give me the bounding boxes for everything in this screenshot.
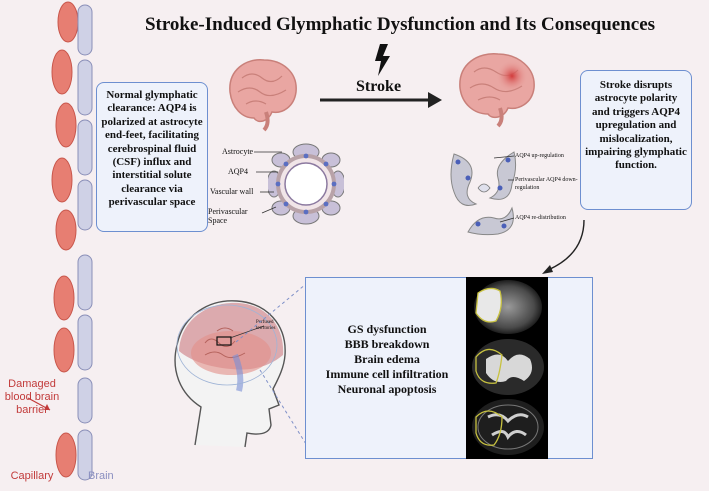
stroke-effects-box: Stroke disrupts astrocyte polarity and t… (580, 70, 692, 210)
label-perivascular-space: Perivascular Space (208, 207, 258, 225)
mri-scan-3 (472, 399, 544, 455)
damaged-bbb-label: Damaged blood brain barrier (2, 378, 62, 417)
lightning-icon (372, 44, 394, 76)
consequence-item: Immune cell infiltration (312, 367, 462, 382)
consequence-item: BBB breakdown (312, 337, 462, 352)
mri-scan-2 (472, 339, 544, 395)
label-astrocyte: Astrocyte (222, 147, 253, 156)
mri-scan-1 (474, 280, 542, 334)
label-vascular-wall: Vascular wall (210, 187, 253, 196)
page-title: Stroke-Induced Glymphatic Dysfunction an… (100, 14, 700, 36)
consequence-item: Brain edema (312, 352, 462, 367)
normal-clearance-text: Normal glymphatic clearance: AQP4 is pol… (101, 89, 202, 208)
consequence-item: Neuronal apoptosis (312, 382, 462, 397)
stroke-brain-icon (452, 46, 542, 130)
mri-scan-stack (466, 277, 548, 459)
brain-label: Brain (88, 470, 114, 483)
stroke-label-leaders (488, 150, 516, 230)
label-aqp4-up: AQP4 up-regulation (515, 153, 564, 159)
stroke-effects-text: Stroke disrupts astrocyte polarity and t… (585, 79, 687, 171)
endothelial-cells (78, 5, 92, 480)
curved-arrow (540, 218, 590, 278)
normal-clearance-box: Normal glymphatic clearance: AQP4 is pol… (96, 82, 208, 232)
stroke-label: Stroke (356, 78, 401, 96)
zoom-lines (230, 280, 310, 450)
capillary-column (0, 0, 100, 491)
healthy-brain-icon (222, 52, 302, 132)
consequences-list: GS dysfunction BBB breakdown Brain edema… (312, 322, 462, 397)
label-perivascular-down: Perivascular AQP4 down-regulation (515, 176, 585, 192)
capillary-label: Capillary (2, 470, 62, 483)
label-aqp4: AQP4 (228, 167, 248, 176)
consequence-item: GS dysfunction (312, 322, 462, 337)
